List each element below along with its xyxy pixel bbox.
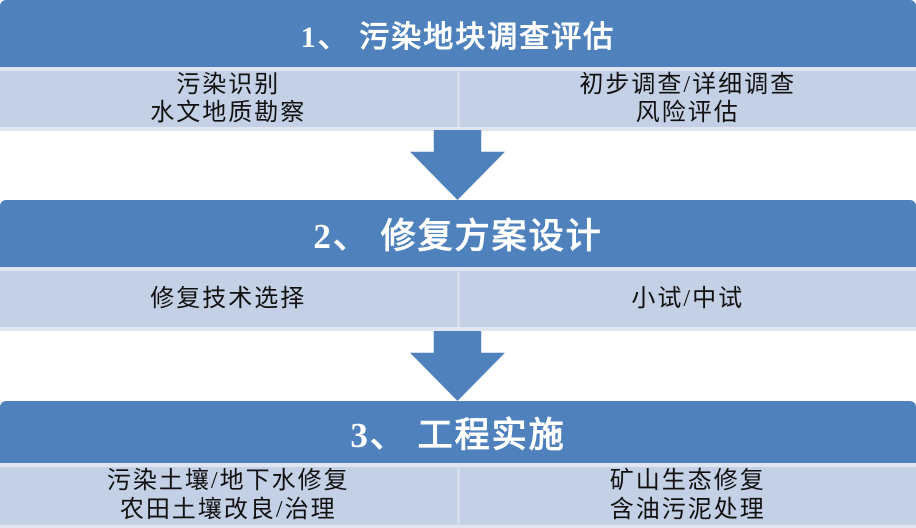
section-1-right-column: 初步调查/详细调查 风险评估: [460, 71, 916, 127]
section-2-header: 2、 修复方案设计: [0, 200, 916, 267]
section-1-body: 污染识别 水文地质勘察 初步调查/详细调查 风险评估: [0, 67, 916, 131]
section-2-body: 修复技术选择 小试/中试: [0, 267, 916, 331]
section-3-body: 污染土壤/地下水修复 农田土壤改良/治理 矿山生态修复 含油污泥处理: [0, 463, 916, 528]
column-divider: [456, 467, 460, 525]
flow-item-mine-ecological-restoration: 矿山生态修复: [609, 468, 766, 495]
section-3-left-column: 污染土壤/地下水修复 农田土壤改良/治理: [0, 467, 457, 525]
section-3-header: 3、 工程实施: [0, 401, 916, 463]
flow-item-preliminary-detailed-investigation: 初步调查/详细调查: [579, 71, 797, 98]
column-divider: [456, 71, 460, 127]
flow-item-hydrogeological-survey: 水文地质勘察: [150, 99, 307, 126]
section-1-header: 1、 污染地块调查评估: [0, 0, 916, 67]
flow-item-bench-pilot-test: 小试/中试: [631, 285, 745, 312]
flow-item-pollution-identification: 污染识别: [176, 71, 281, 98]
flow-item-remediation-technology-selection: 修复技术选择: [150, 285, 307, 312]
down-arrow-2: [410, 331, 505, 401]
section-2-left-column: 修复技术选择: [0, 271, 457, 327]
section-3-right-column: 矿山生态修复 含油污泥处理: [460, 467, 916, 525]
flow-item-farmland-soil-improvement: 农田土壤改良/治理: [119, 497, 337, 524]
section-1-left-column: 污染识别 水文地质勘察: [0, 71, 457, 127]
column-divider: [456, 271, 460, 327]
flow-item-oily-sludge-treatment: 含油污泥处理: [609, 497, 766, 524]
section-1-title: 1、 污染地块调查评估: [300, 20, 616, 54]
flow-item-risk-assessment: 风险评估: [635, 99, 740, 126]
section-2-title: 2、 修复方案设计: [313, 217, 603, 256]
down-arrow-1: [410, 130, 505, 200]
flow-item-soil-groundwater-remediation: 污染土壤/地下水修复: [106, 468, 350, 495]
section-2-right-column: 小试/中试: [460, 271, 916, 327]
section-3-title: 3、 工程实施: [350, 415, 566, 455]
